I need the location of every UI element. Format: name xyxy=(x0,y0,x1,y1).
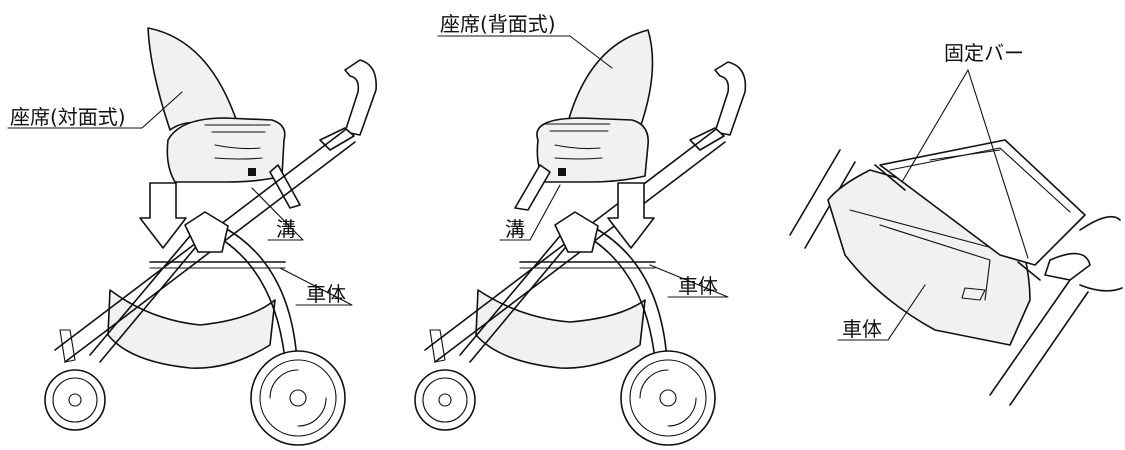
label-seat-facing: 座席(対面式) xyxy=(10,105,126,129)
middle-seat-base xyxy=(536,117,649,183)
body-left-leader xyxy=(279,267,353,306)
detail-view-illustration xyxy=(789,139,1123,406)
label-body-left: 車体 xyxy=(306,282,346,306)
fixing-bar-leader-2 xyxy=(967,69,1029,259)
label-body-mid: 車体 xyxy=(678,274,718,298)
left-handle xyxy=(344,59,377,136)
middle-down-arrow xyxy=(607,182,655,249)
label-seat-back: 座席(背面式) xyxy=(440,12,556,36)
left-down-arrow xyxy=(139,182,187,249)
body-right-leader xyxy=(837,284,926,341)
label-groove-left: 溝 xyxy=(276,217,296,241)
label-fixing-bar: 固定バー xyxy=(944,41,1024,65)
body-mid-leader xyxy=(649,264,729,298)
left-seat-back xyxy=(147,27,239,131)
middle-stroller-illustration xyxy=(414,29,747,446)
left-stroller-illustration xyxy=(44,27,377,446)
label-groove-mid: 溝 xyxy=(505,217,525,241)
fixing-bar-leader-1 xyxy=(901,69,969,183)
label-body-right: 車体 xyxy=(842,317,882,341)
seat-facing-leader xyxy=(7,91,183,129)
detail-fixing-bars xyxy=(874,164,1041,281)
seat-back-leader xyxy=(437,35,613,69)
groove-left-leader xyxy=(251,187,304,241)
left-basket xyxy=(107,289,276,369)
left-seat-base xyxy=(166,117,286,183)
groove-mid-leader xyxy=(499,184,561,241)
